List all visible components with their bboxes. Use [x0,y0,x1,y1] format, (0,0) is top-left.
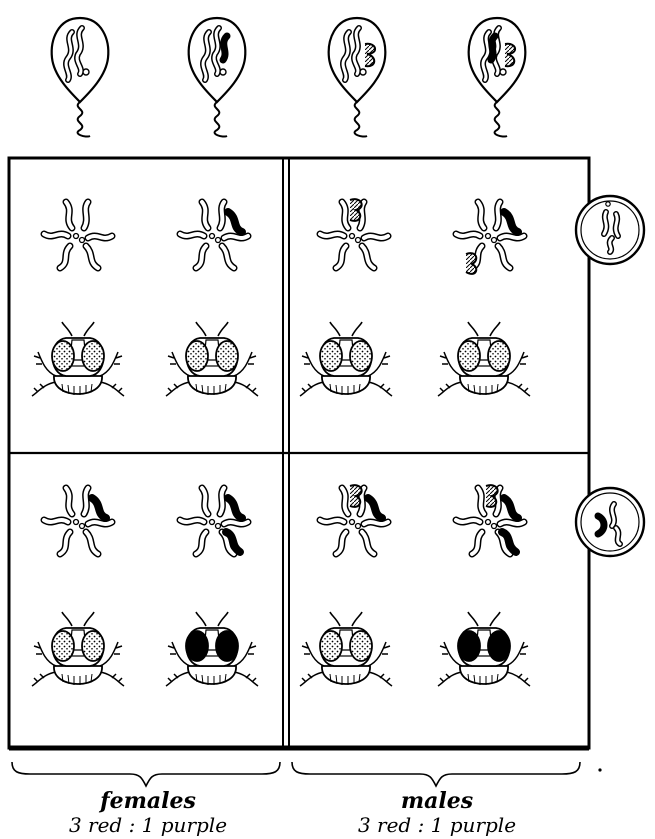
eye-red [186,341,208,371]
chromosome-set-icon [320,199,388,268]
eye-red [52,341,74,371]
fly-head-icon [438,322,530,396]
eye-red [216,341,238,371]
chromosome-set-icon [180,488,248,554]
chromosome-set-icon [456,202,524,274]
egg-icon [576,196,644,264]
eye-red [82,341,104,371]
females-ratio: 3 red : 1 purple [69,813,227,837]
sperm-icon [52,18,109,137]
eye-red [350,631,372,661]
female-brace [12,762,280,786]
males-ratio: 3 red : 1 purple [358,813,516,837]
chromosome-set-icon [44,488,112,554]
fly-head-icon [300,322,392,396]
sperm-row [52,18,526,137]
chromosome-set-icon [456,485,524,554]
sperm-icon [189,18,246,137]
eye-purple [216,631,238,661]
chromosome-set-icon [180,202,248,268]
sperm-icon [469,18,526,137]
eye-red [488,341,510,371]
eye-red [320,341,342,371]
males-label: males [401,788,473,814]
male-brace [292,762,580,786]
females-label: females [98,788,196,814]
fly-head-icon [32,322,124,396]
fly-heads [32,322,530,686]
eye-red [350,341,372,371]
eye-red [52,631,74,661]
fly-head-icon [166,322,258,396]
fly-head-icon [166,612,258,686]
chromosome-set-icon [320,485,388,554]
fly-head-icon [300,612,392,686]
eye-purple [458,631,480,661]
egg-icon [576,488,644,556]
eye-purple [186,631,208,661]
eye-red [82,631,104,661]
fly-head-icon [32,612,124,686]
stray-dot [598,768,601,771]
eye-red [458,341,480,371]
chromosome-set-icon [44,202,112,268]
eye-red [320,631,342,661]
fly-head-icon [438,612,530,686]
sperm-icon [329,18,386,137]
eye-purple [488,631,510,661]
